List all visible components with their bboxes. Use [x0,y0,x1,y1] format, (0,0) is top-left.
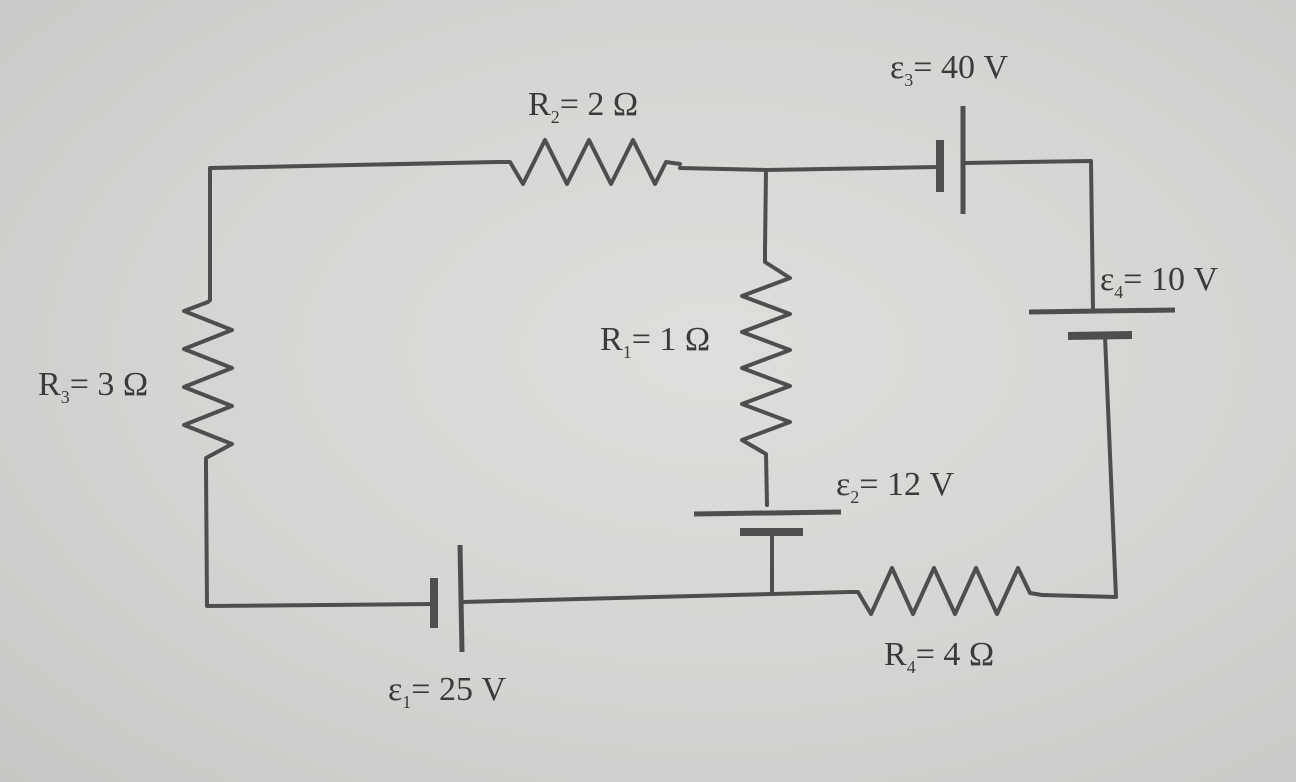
wire-top-middle [678,165,940,172]
battery-e4-short-plate [1067,331,1133,340]
wire-bottom-middle [461,590,852,604]
wire-middle-upper [763,168,768,252]
resistor-r2 [496,138,682,186]
wire-bottom-left [204,466,436,608]
battery-e1-long-plate [457,544,465,653]
label-e1: ε1= 25 V [388,671,506,712]
label-r1: R1= 1 Ω [600,321,710,362]
label-r3: R3= 3 Ω [38,366,148,407]
label-e4: ε4= 10 V [1100,261,1218,302]
wire-top-left [208,160,500,302]
label-e2: ε2= 12 V [836,466,954,507]
resistor-r4 [848,566,1044,616]
label-e3: ε3= 40 V [890,49,1008,90]
label-r4: R4= 4 Ω [884,636,994,677]
resistor-r1 [740,248,792,507]
battery-e2-long-plate [693,509,842,517]
label-r2: R2= 2 Ω [528,86,638,127]
battery-e4-long-plate [1028,307,1176,315]
wire-right [1040,334,1118,599]
resistor-r3 [182,298,234,470]
wire-top-right [961,159,1095,312]
